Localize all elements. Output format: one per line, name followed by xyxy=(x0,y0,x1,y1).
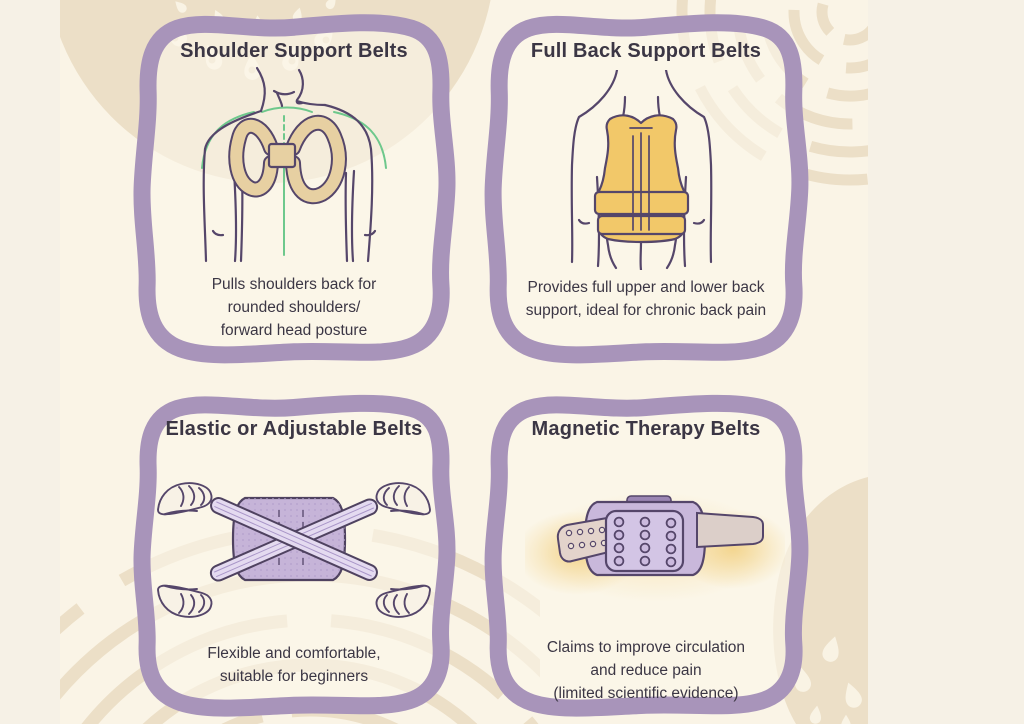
card-elastic-adjustable-belts: Elastic or Adjustable Belts xyxy=(128,388,460,722)
card-magnetic-therapy-belts: Magnetic Therapy Belts xyxy=(479,388,813,722)
card-description: Claims to improve circulation and reduce… xyxy=(546,639,746,702)
card-title: Full Back Support Belts xyxy=(530,40,762,62)
card-title: Shoulder Support Belts xyxy=(180,40,408,62)
magnet-dots xyxy=(613,516,677,568)
full-back-vest-illustration xyxy=(570,70,713,270)
elastic-belt-stretch-illustration xyxy=(157,482,431,618)
card-title: Elastic or Adjustable Belts xyxy=(165,418,423,440)
card-description: Pulls shoulders back for rounded shoulde… xyxy=(211,276,377,339)
card-description: Flexible and comfortable, suitable for b… xyxy=(207,645,381,685)
card-shoulder-support-belts: Shoulder Support Belts xyxy=(128,6,460,370)
shoulder-harness-illustration xyxy=(201,66,387,263)
magnetic-belt-illustration xyxy=(525,492,785,602)
card-description: Provides full upper and lower back suppo… xyxy=(525,279,767,319)
card-full-back-support-belts: Full Back Support Belts xyxy=(479,6,813,370)
card-title: Magnetic Therapy Belts xyxy=(531,418,761,440)
